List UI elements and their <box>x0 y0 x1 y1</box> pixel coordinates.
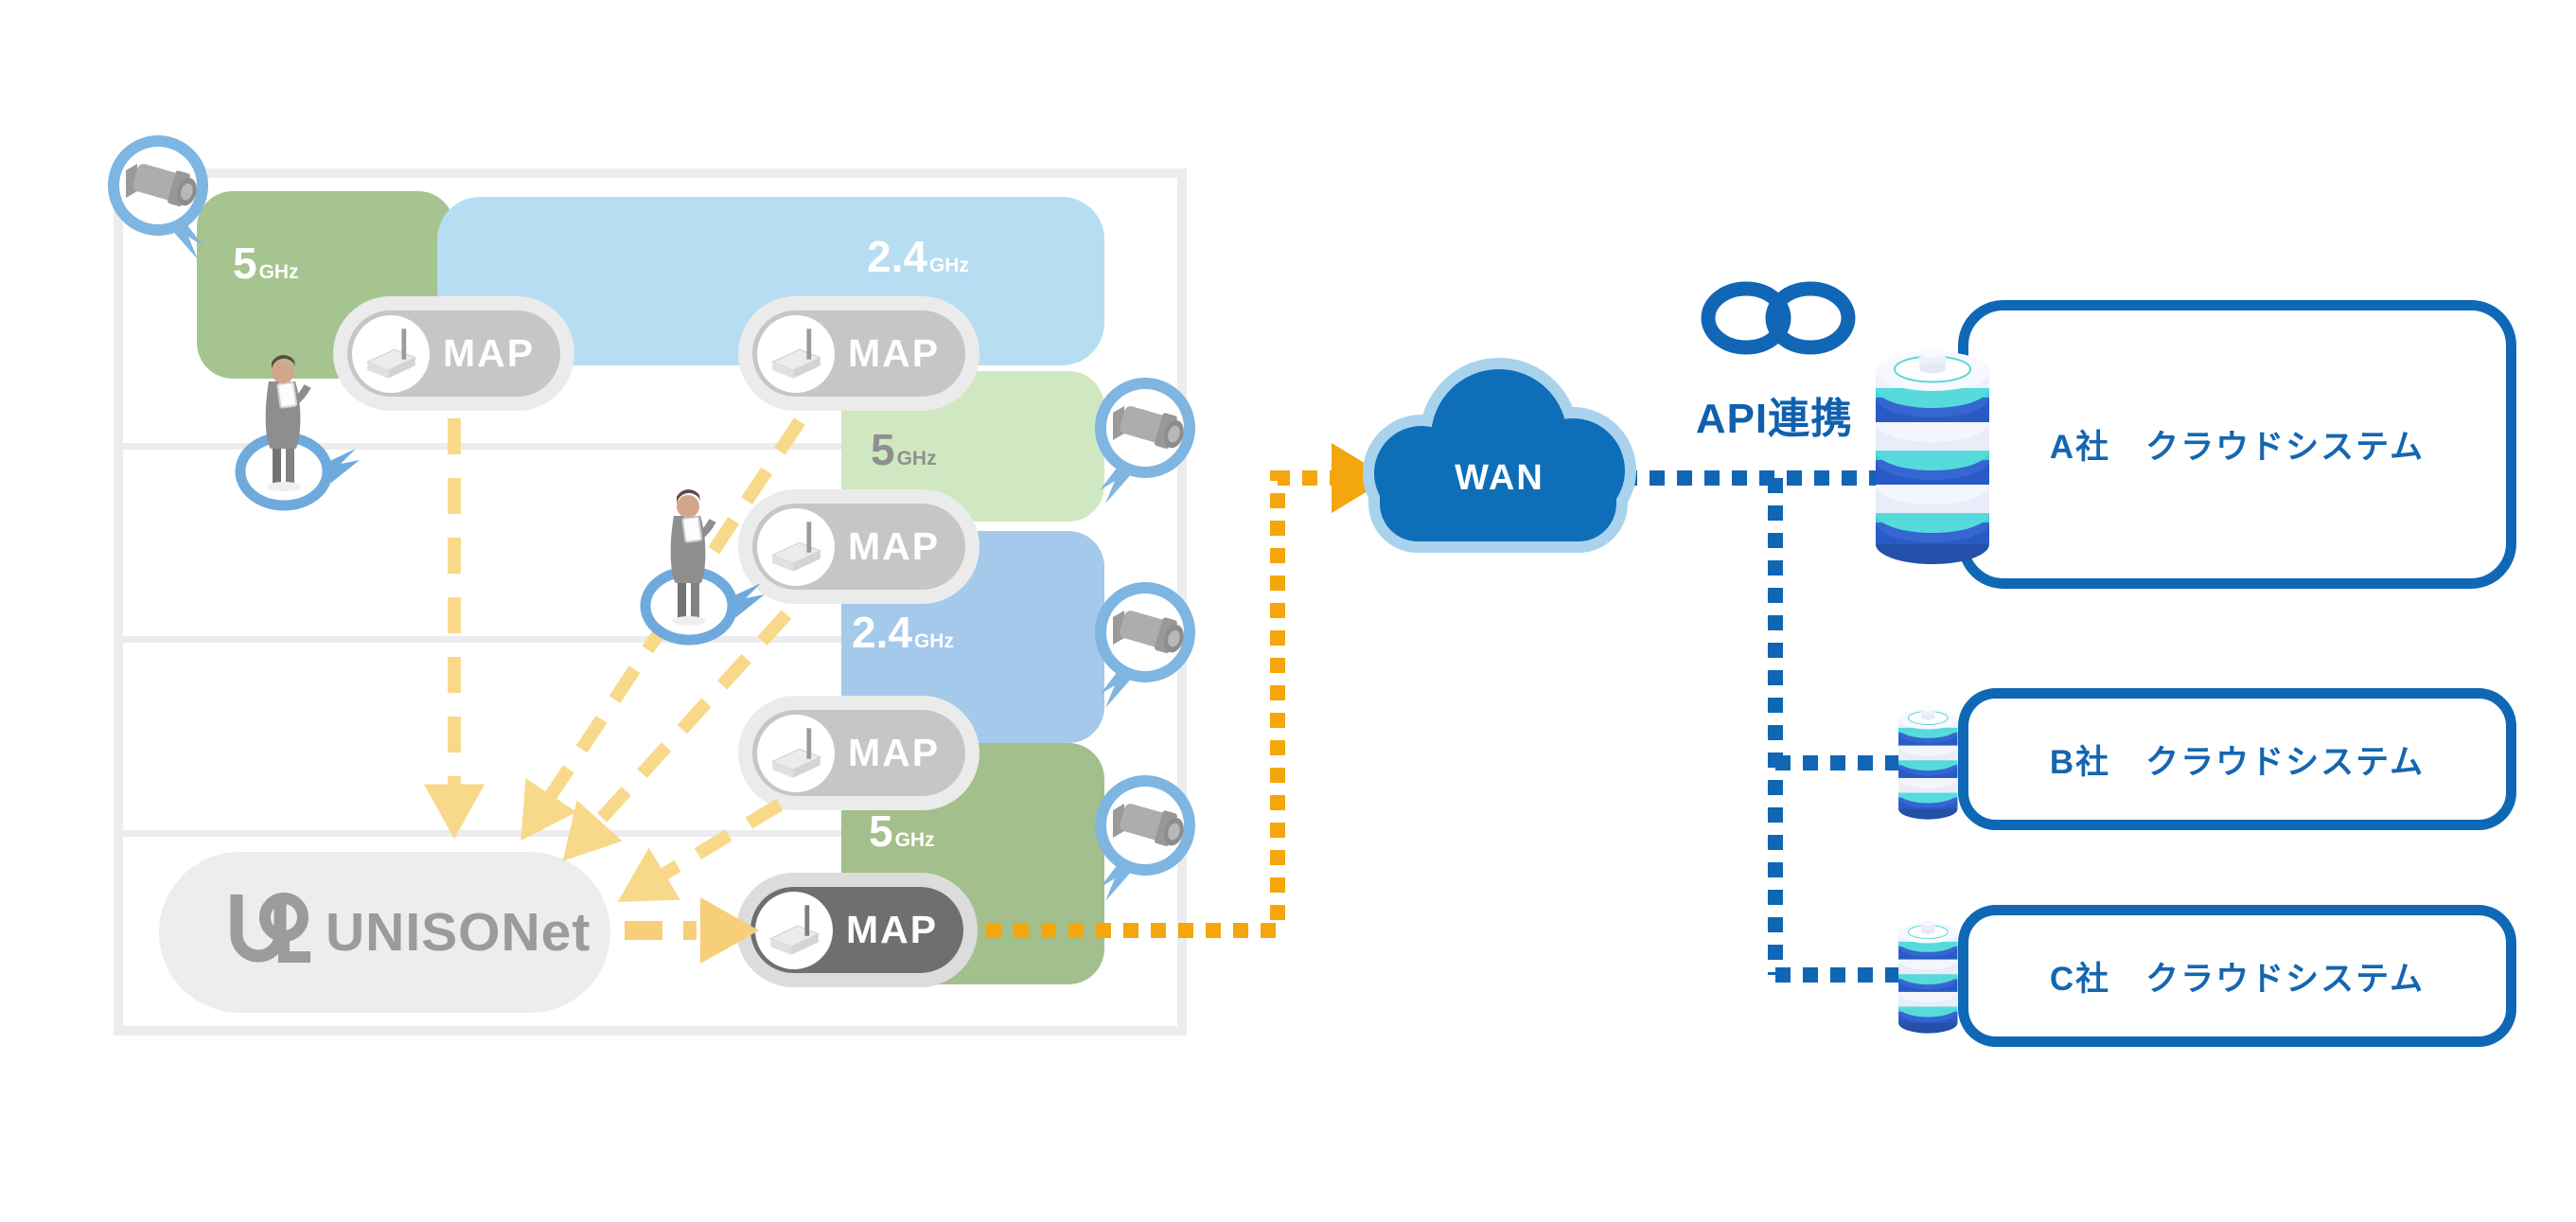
map-node-4: MAP <box>738 696 979 810</box>
cloud-system-b-label: B社 クラウドシステム <box>2049 743 2426 781</box>
cloud-system-a-label: A社 クラウドシステム <box>2049 429 2426 466</box>
map-node-label: MAP <box>846 908 939 951</box>
api-routes <box>1622 470 1931 983</box>
map-node-1: MAP <box>333 296 574 411</box>
access-point-icon <box>755 891 833 969</box>
unisonet-logo-icon <box>218 883 312 983</box>
map-node-3: MAP <box>738 489 979 604</box>
map-node-label: MAP <box>848 331 941 375</box>
map-node-2: MAP <box>738 296 979 411</box>
unisonet-gateway: UNISONet <box>159 852 610 1013</box>
cloud-system-a: A社 クラウドシステム <box>1958 300 2516 589</box>
cloud-system-b: B社 クラウドシステム <box>1958 688 2516 830</box>
api-link-label: API連携 <box>1695 396 1854 442</box>
access-point-icon <box>352 314 430 393</box>
map-node-label: MAP <box>443 331 536 375</box>
database-stack-icon-c <box>1897 919 1958 1035</box>
cloud-system-c-label: C社 クラウドシステム <box>2049 960 2426 998</box>
access-point-icon <box>757 714 835 792</box>
floor-divider <box>123 830 1177 837</box>
access-point-icon <box>757 507 835 586</box>
map-node-gateway: MAP <box>736 873 978 987</box>
unisonet-label: UNISONet <box>326 902 591 963</box>
map-node-label: MAP <box>848 524 941 568</box>
access-point-icon <box>757 314 835 393</box>
map-node-label: MAP <box>848 731 941 774</box>
wan-cloud-icon <box>1363 358 1636 553</box>
cloud-system-c: C社 クラウドシステム <box>1958 905 2516 1047</box>
wan-label: WAN <box>1455 458 1544 498</box>
database-stack-icon-b <box>1897 705 1958 821</box>
api-link-icon <box>1701 281 1856 355</box>
